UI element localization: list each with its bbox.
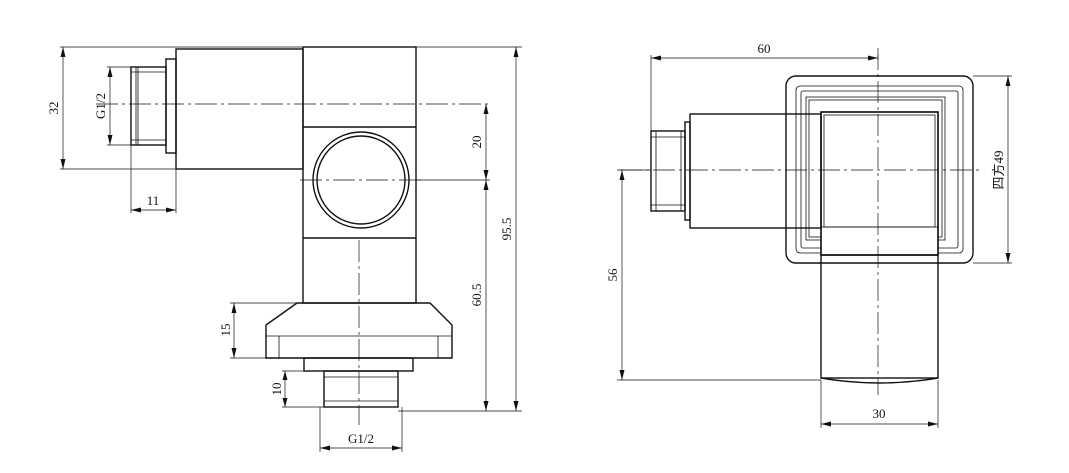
dim-square-49: 四方49	[991, 76, 1011, 263]
dim-60-label: 60	[758, 41, 771, 56]
side-thread	[130, 58, 177, 154]
side-extension-lines	[617, 55, 1012, 428]
bottom-thread	[303, 357, 414, 408]
dim-56: 56	[605, 170, 625, 380]
dim-square-49-label: 四方49	[991, 150, 1006, 189]
dim-95-5: 95.5	[499, 47, 519, 411]
side-arm	[650, 113, 822, 229]
dim-side-thread-label: G1/2	[93, 93, 108, 119]
dim-side-thread: G1/2	[93, 67, 113, 145]
dim-bottom-thread-label: G1/2	[348, 431, 374, 446]
front-view: 32 G1/2 11 20 60.5	[46, 46, 522, 452]
horizontal-arm	[175, 48, 304, 170]
base-flange	[265, 302, 453, 359]
dim-20: 20	[469, 104, 489, 180]
dim-15-label: 15	[218, 324, 233, 337]
head-block	[820, 111, 939, 256]
dim-32: 32	[46, 47, 66, 169]
side-view: 60 四方49 56 30	[605, 41, 1012, 428]
dim-60-5: 60.5	[469, 180, 489, 411]
extension-lines	[60, 46, 522, 452]
valve-body	[302, 46, 417, 304]
dim-20-label: 20	[469, 136, 484, 149]
lower-tube	[820, 254, 939, 384]
dim-11: 11	[131, 193, 176, 213]
dim-60: 60	[651, 41, 878, 61]
dim-10: 10	[269, 371, 288, 407]
dim-10-label: 10	[269, 383, 284, 396]
dim-95-5-label: 95.5	[499, 218, 514, 241]
dim-11-label: 11	[147, 193, 160, 208]
dim-15: 15	[218, 303, 237, 358]
dim-bottom-thread: G1/2	[320, 431, 402, 451]
dim-56-label: 56	[605, 268, 620, 282]
dim-60-5-label: 60.5	[469, 284, 484, 307]
dim-30: 30	[821, 406, 938, 427]
dim-30-label: 30	[873, 406, 886, 421]
dim-32-label: 32	[46, 102, 61, 115]
